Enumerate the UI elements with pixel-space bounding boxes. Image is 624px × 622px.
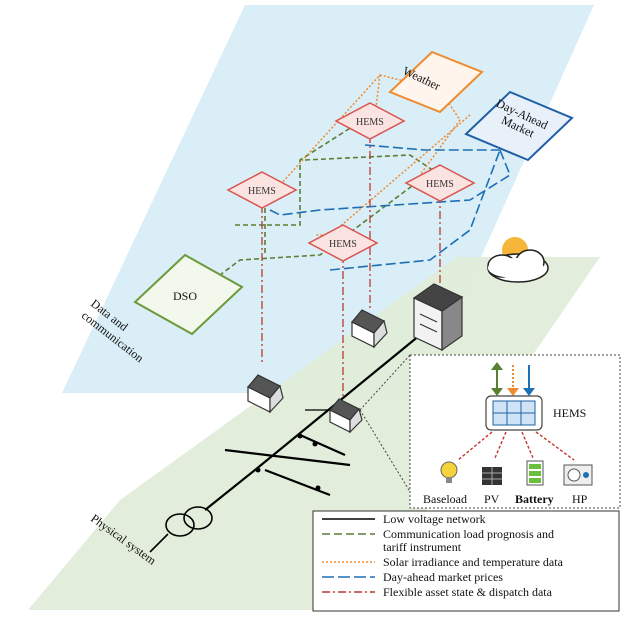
dso-node: DSO	[133, 253, 244, 336]
inset-hems-label: HEMS	[553, 406, 586, 420]
hems-node-1: HEMS	[226, 171, 298, 209]
dso-label: DSO	[173, 289, 197, 303]
heat-pump-icon	[563, 464, 593, 486]
transformer-icon	[149, 506, 213, 553]
legend-item-5: Flexible asset state & dispatch data	[322, 585, 553, 599]
hems-node-4-label: HEMS	[329, 239, 357, 250]
weather-node: Weather	[388, 50, 484, 114]
solar-panel-icon	[482, 467, 502, 485]
building-icon	[412, 283, 464, 352]
inset-connector	[359, 354, 421, 509]
weather-cloud-icon	[487, 237, 549, 283]
hems-node-2: HEMS	[334, 102, 406, 140]
asset-label-battery: Battery	[515, 492, 554, 506]
house-icon-3	[329, 398, 363, 434]
hems-node-2-label: HEMS	[356, 117, 384, 128]
legend-text-1: Low voltage network	[383, 512, 486, 526]
hems-inset-panel: HEMS Base	[409, 354, 621, 509]
asset-label-pv: PV	[484, 492, 500, 506]
legend-text-4: Day-ahead market prices	[383, 570, 503, 584]
dispatch-lines	[261, 135, 441, 398]
network-nodes	[255, 433, 321, 491]
legend-item-1: Low voltage network	[322, 512, 486, 526]
house-icon-1	[247, 374, 284, 414]
battery-icon	[526, 460, 544, 486]
hems-node-4: HEMS	[307, 224, 379, 262]
legend-item-3: Solar irradiance and temperature data	[322, 555, 564, 569]
low-voltage-network	[204, 334, 421, 511]
hems-node-3: HEMS	[404, 164, 476, 202]
market-price-lines	[269, 144, 511, 271]
lightbulb-icon	[440, 461, 458, 483]
day-ahead-market-node: Day-Ahead Market	[464, 90, 574, 162]
legend-text-3: Solar irradiance and temperature data	[383, 555, 564, 569]
hems-node-1-label: HEMS	[248, 186, 276, 197]
legend-text-5: Flexible asset state & dispatch data	[383, 585, 553, 599]
house-icon-2	[351, 309, 388, 349]
hems-node-3-label: HEMS	[426, 179, 454, 190]
physical-system-plane	[28, 257, 600, 610]
asset-label-baseload: Baseload	[423, 492, 467, 506]
asset-label-hp: HP	[572, 492, 588, 506]
legend-item-4: Day-ahead market prices	[322, 570, 503, 584]
